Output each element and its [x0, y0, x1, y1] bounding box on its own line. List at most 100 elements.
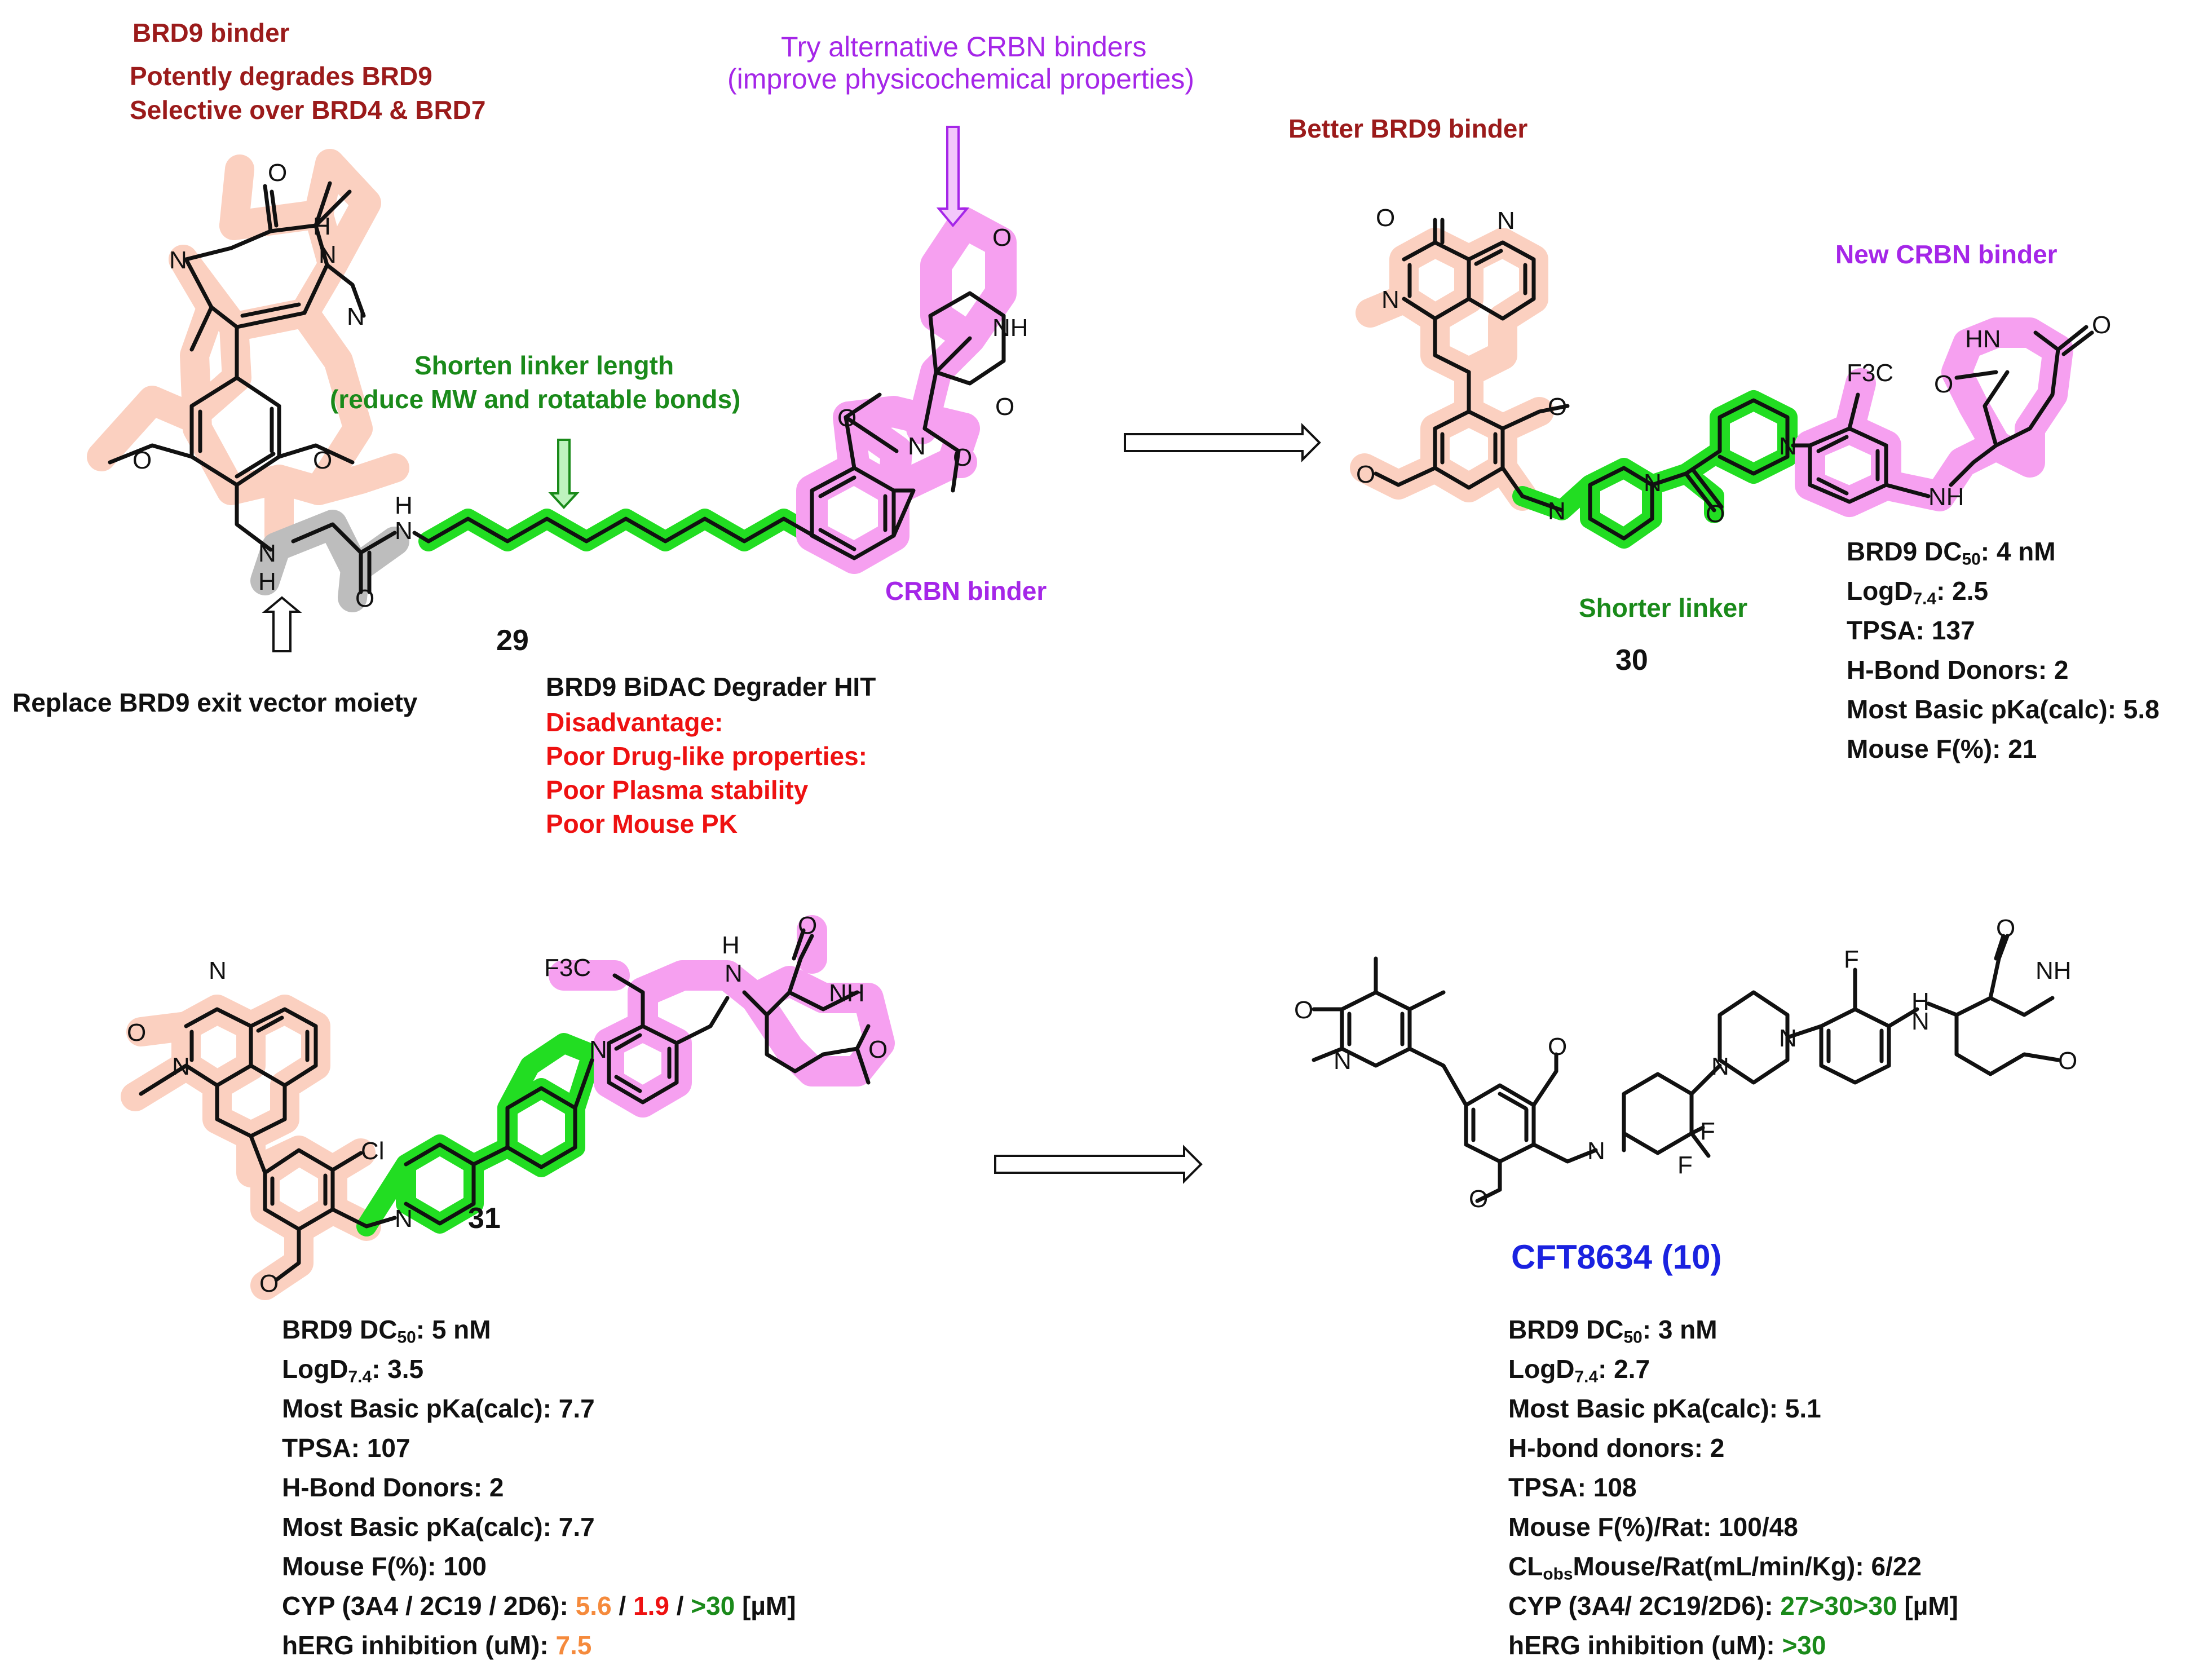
atom-f: F [1700, 1118, 1715, 1145]
atom-n: N [258, 540, 276, 567]
prop-30-pka: Most Basic pKa(calc): 5.8 [1847, 695, 2160, 724]
alt-crbn-line-2: (improve physicochemical properties) [727, 63, 1195, 95]
brd9-binder-label: BRD9 binder [133, 18, 290, 47]
atom-o: O [953, 444, 973, 471]
atom-n: N [395, 1205, 413, 1233]
shorten-linker-1: Shorten linker length [414, 351, 674, 380]
alt-crbn-line-1: Try alternative CRBN binders [781, 31, 1147, 63]
atom-nh: NH [829, 979, 865, 1007]
compound-29-structure [87, 149, 1017, 612]
shorter-linker-label: Shorter linker [1579, 593, 1748, 622]
atom-cl: Cl [361, 1137, 385, 1165]
compound-30-structure [1350, 218, 2094, 549]
atom-o: O [2092, 311, 2112, 339]
atom-n: N [1548, 497, 1566, 525]
prop-cft-herg: hERG inhibition (uM): >30 [1508, 1631, 1826, 1660]
atom-o: O [127, 1019, 147, 1046]
atom-n: N [908, 432, 926, 460]
atom-h: H [395, 492, 413, 519]
cft8634-name: CFT8634 (10) [1511, 1238, 1722, 1276]
disadvantage-label: Disadvantage: [546, 708, 723, 737]
atom-nh: NH [2036, 957, 2072, 984]
poor-plasma: Poor Plasma stability [546, 775, 809, 805]
atom-nh: NH [992, 314, 1028, 342]
atom-o: O [1706, 500, 1725, 528]
atom-o: O [2058, 1047, 2078, 1075]
shorten-linker-2: (reduce MW and rotatable bonds) [330, 385, 741, 414]
atom-h: H [722, 931, 740, 959]
atom-h: H [313, 213, 331, 240]
atom-n: N [1497, 207, 1515, 235]
atom-o: O [1469, 1185, 1489, 1213]
atom-f: F [1677, 1151, 1693, 1179]
down-arrow-linker [548, 439, 580, 509]
atom-o: O [1548, 1033, 1568, 1061]
atom-o: O [1996, 915, 2016, 942]
atom-o: O [1376, 204, 1396, 232]
atom-n: N [1334, 1047, 1352, 1075]
atom-o: O [259, 1270, 279, 1297]
prop-cft-pka: Most Basic pKa(calc): 5.1 [1508, 1394, 1821, 1423]
atom-n: N [1911, 1008, 1930, 1035]
atom-o: O [355, 585, 375, 612]
up-arrow-exit-vector [262, 596, 302, 652]
atom-h: H [258, 568, 276, 595]
atom-h: H [1911, 988, 1930, 1015]
prop-cft-cyp: CYP (3A4/ 2C19/2D6): 27>30>30 [µM] [1508, 1591, 1958, 1620]
atom-n: N [172, 1053, 190, 1080]
atom-o: O [868, 1036, 888, 1063]
prop-30-logd: LogD7.4: 2.5 [1847, 576, 1989, 608]
atom-n: N [1644, 469, 1662, 497]
replace-exit-vector-note: Replace BRD9 exit vector moiety [12, 688, 418, 717]
prop-30-dc50: BRD9 DC50: 4 nM [1847, 537, 2056, 569]
compound-31-structure [121, 915, 895, 1300]
prop-cft-dc50: BRD9 DC50: 3 nM [1508, 1315, 1717, 1347]
transformation-arrows [262, 126, 1321, 1184]
compound-31-number: 31 [468, 1202, 501, 1235]
atom-n: N [1711, 1053, 1729, 1080]
atom-o: O [1356, 461, 1376, 488]
atom-o: O [1294, 996, 1314, 1024]
atom-o: O [837, 404, 857, 432]
binder-note-2: Selective over BRD4 & BRD7 [130, 95, 486, 125]
prop-31-mouse-f: Mouse F(%): 100 [282, 1552, 487, 1581]
prop-cft-hbd: H-bond donors: 2 [1508, 1433, 1725, 1463]
atom-n: N [725, 960, 743, 987]
prop-30-hbd: H-Bond Donors: 2 [1847, 655, 2069, 684]
atom-n: N [1779, 1024, 1797, 1052]
atom-cf3: F3C [544, 954, 591, 982]
prop-31-dc50: BRD9 DC50: 5 nM [282, 1315, 491, 1347]
atom-o: O [268, 159, 288, 187]
prop-31-pka-2: Most Basic pKa(calc): 7.7 [282, 1512, 595, 1542]
atom-o: O [992, 224, 1012, 251]
atom-n: N [209, 957, 227, 984]
atom-n: N [395, 517, 413, 545]
poor-mouse-pk: Poor Mouse PK [546, 809, 738, 838]
atom-n: N [1587, 1137, 1605, 1165]
crbn-binder-label: CRBN binder [885, 576, 1047, 606]
prop-30-mouse-f: Mouse F(%): 21 [1847, 734, 2037, 763]
prop-31-hbd: H-Bond Donors: 2 [282, 1473, 504, 1502]
atom-n: N [347, 303, 365, 330]
prop-30-tpsa: TPSA: 137 [1847, 616, 1975, 645]
binder-note-1: Potently degrades BRD9 [130, 61, 432, 91]
compound-29-number: 29 [496, 624, 529, 657]
atom-f: F [1844, 946, 1859, 973]
prop-31-logd: LogD7.4: 3.5 [282, 1354, 424, 1386]
prop-31-cyp: CYP (3A4 / 2C19 / 2D6): 5.6 / 1.9 / >30 … [282, 1591, 796, 1620]
atom-o: O [995, 393, 1015, 421]
atom-n: N [1381, 286, 1399, 313]
atom-o: O [313, 447, 333, 474]
arrow-31-to-cft8634 [994, 1145, 1203, 1184]
atom-nh: NH [1928, 483, 1964, 511]
atom-o: O [798, 912, 818, 939]
arrow-29-to-30 [1124, 423, 1321, 462]
down-arrow-crbn [936, 126, 970, 228]
hit-title: BRD9 BiDAC Degrader HIT [546, 672, 876, 701]
atom-o: O [1934, 370, 1954, 398]
cft8634-structure [1312, 934, 2060, 1203]
atom-o: O [133, 447, 152, 474]
atom-n: N [169, 246, 187, 274]
atom-cf3: F3C [1847, 359, 1894, 387]
